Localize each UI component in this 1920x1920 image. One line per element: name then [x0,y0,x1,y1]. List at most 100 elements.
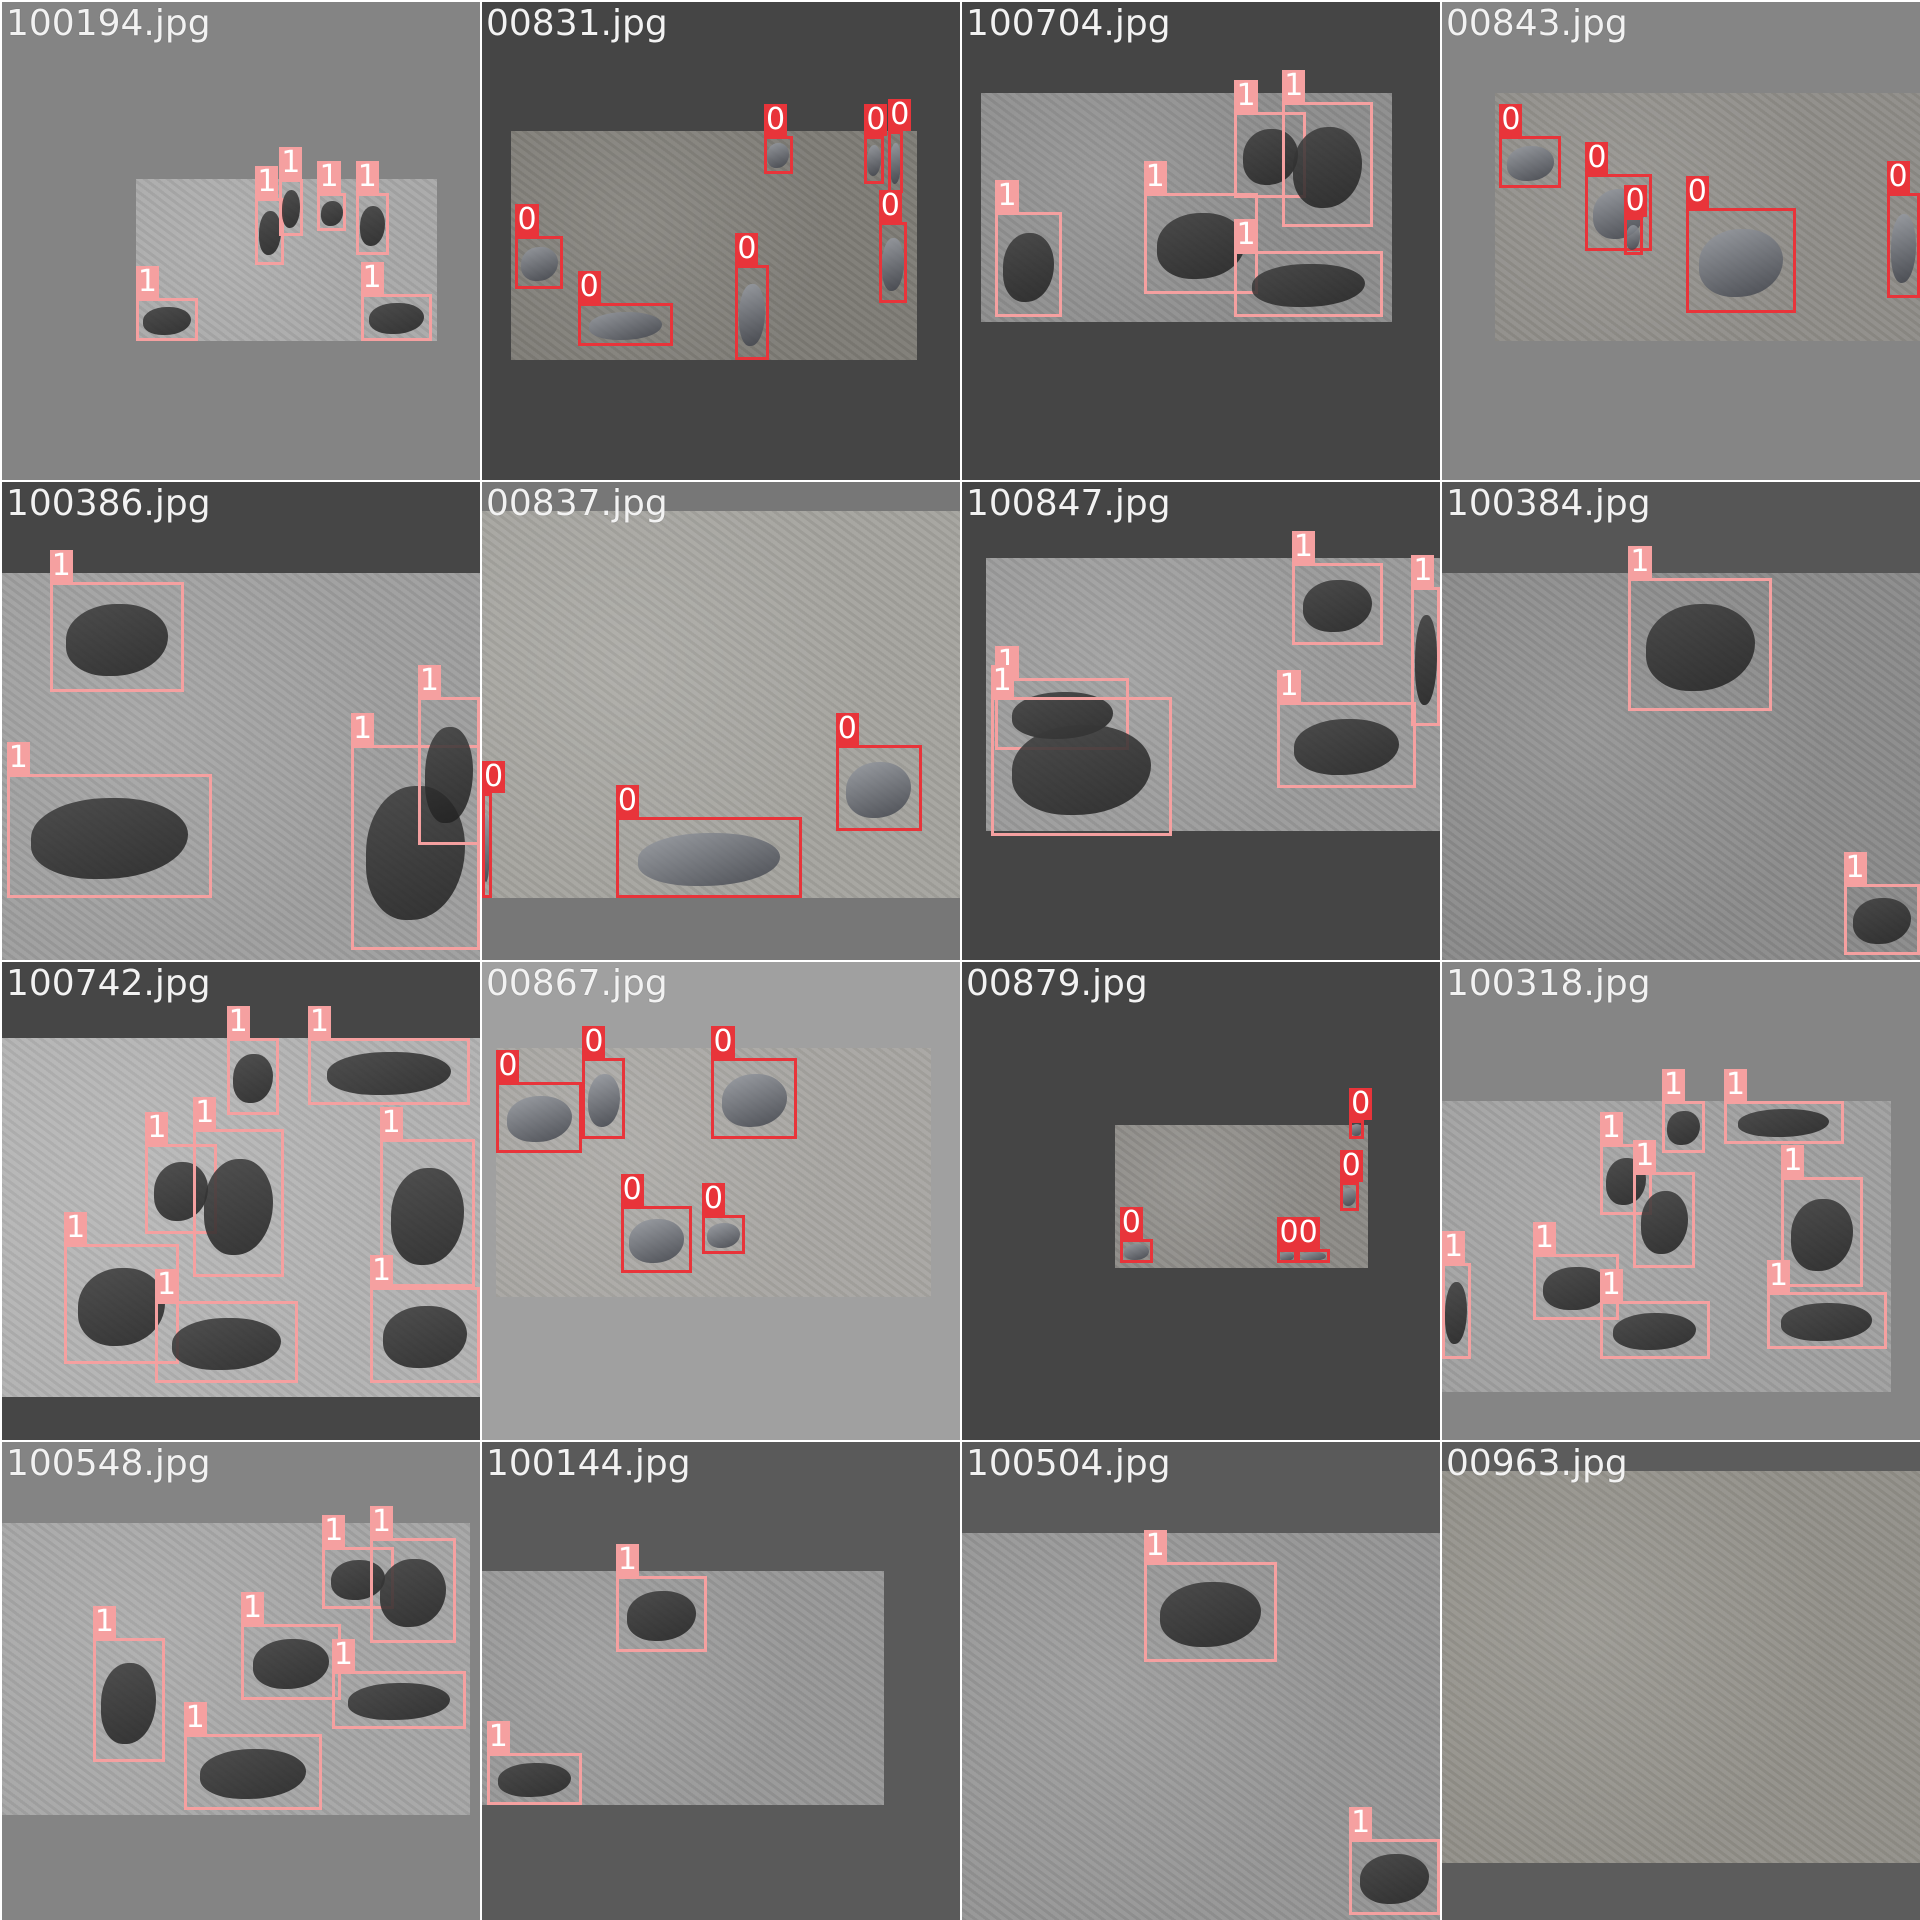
class-label: 1 [990,663,1014,699]
chicken-silhouette [1012,724,1151,815]
class-label: 1 [1143,159,1167,195]
chicken-silhouette [1852,897,1911,945]
bbox-class-1 [183,1733,323,1811]
goose-silhouette [629,1219,684,1263]
class-label: 1 [1628,543,1652,579]
goose-silhouette [1279,1251,1295,1261]
bbox-class-0 [1119,1239,1154,1264]
chicken-silhouette [380,1558,446,1627]
tile-filename: 00831.jpg [486,3,668,44]
bbox-class-1 [1843,883,1920,956]
bbox-class-0 [496,1081,583,1154]
bbox-class-1 [255,197,284,265]
chicken-silhouette [391,1168,464,1265]
bbox-class-1 [6,773,213,898]
bbox-class-1 [350,744,480,951]
class-label: 1 [355,159,379,195]
tile-filename: 100194.jpg [6,3,211,44]
class-label: 0 [582,1023,606,1059]
class-label: 0 [711,1023,735,1059]
class-label: 1 [1282,68,1306,104]
photo-area [1114,1124,1369,1268]
bbox-class-1 [370,1287,480,1383]
chicken-silhouette [320,200,343,226]
class-label: 1 [331,1637,355,1673]
class-label: 1 [417,663,441,699]
bbox-class-0 [1886,193,1920,299]
bbox-class-1 [1599,1143,1653,1216]
class-label: 1 [49,548,73,584]
chicken-silhouette [1294,719,1400,775]
class-label: 1 [279,144,303,180]
bbox-class-1 [331,1671,466,1729]
class-label: 0 [1623,183,1647,219]
photo-area [510,131,917,361]
chicken-silhouette [154,1161,209,1221]
class-label: 0 [1685,173,1709,209]
bbox-class-1 [49,582,184,693]
bbox-class-0 [1585,174,1653,251]
bbox-class-1 [1442,1263,1471,1359]
class-label: 0 [1499,101,1523,137]
tile-filename: 100384.jpg [1446,483,1651,524]
bbox-class-0 [1623,217,1643,256]
chicken-silhouette [232,1053,273,1104]
class-label: 0 [515,202,539,238]
class-label: 1 [1234,77,1258,113]
bbox-class-0 [878,221,908,304]
bbox-class-0 [864,135,884,184]
goose-silhouette [1123,1244,1150,1260]
tile-filename: 100847.jpg [966,483,1171,524]
goose-silhouette [1698,228,1783,297]
bbox-class-1 [279,178,304,237]
goose-silhouette [890,143,901,184]
goose-silhouette [483,813,491,883]
bbox-class-1 [1277,701,1417,788]
class-label: 1 [370,1503,394,1539]
bbox-class-1 [370,1537,457,1643]
chicken-silhouette [143,306,191,335]
tile-filename: 00963.jpg [1446,1443,1628,1484]
bbox-class-0 [515,236,564,289]
class-label: 1 [135,264,159,300]
bbox-class-1 [1282,102,1374,227]
chicken-silhouette [1252,263,1365,308]
bbox-class-0 [1277,1248,1297,1264]
class-label: 1 [1599,1109,1623,1145]
chicken-silhouette [1243,129,1298,186]
class-label: 1 [255,163,279,199]
chicken-silhouette [1645,604,1755,692]
photo-area [1494,92,1920,342]
bbox-class-0 [701,1215,745,1254]
bbox-class-1 [307,1038,471,1106]
bbox-class-1 [317,193,347,232]
bbox-class-0 [577,303,674,347]
bbox-class-1 [1291,563,1383,645]
class-label: 1 [1234,216,1258,252]
bbox-class-1 [154,1301,299,1383]
class-label: 1 [1599,1267,1623,1303]
class-label: 0 [701,1181,725,1217]
class-label: 0 [1585,140,1609,176]
goose-silhouette [846,762,912,819]
chicken-silhouette [172,1317,282,1371]
bbox-class-0 [1685,207,1796,313]
class-label: 1 [6,739,30,775]
chicken-silhouette [282,190,301,228]
chicken-silhouette [101,1662,156,1744]
chicken-silhouette [1640,1191,1688,1254]
bbox-class-1 [1349,1838,1440,1916]
bbox-class-0 [1349,1119,1364,1139]
class-label: 1 [1349,1804,1373,1840]
goose-silhouette [739,284,765,347]
bbox-class-1 [1143,1561,1278,1662]
class-label: 0 [735,230,759,266]
goose-silhouette [721,1073,788,1127]
tile-filename: 100742.jpg [6,963,211,1004]
tile-filename: 00843.jpg [1446,3,1628,44]
